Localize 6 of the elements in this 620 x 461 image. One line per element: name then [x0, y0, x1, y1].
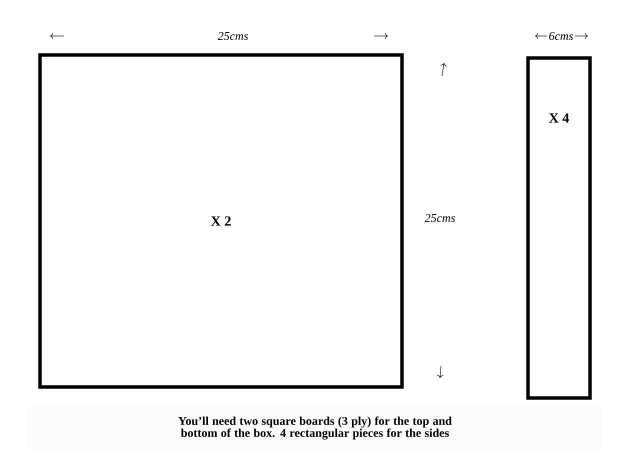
- dimension-label: 25cms: [424, 214, 455, 222]
- dimension-label: 25cms: [218, 32, 248, 40]
- board-rectangle: X 2: [38, 53, 404, 389]
- board-rectangle: X 4: [526, 56, 592, 400]
- caption-box: You’ll need two square boards (3 ply) for the top and bottom of the box. 4 rectangular pieces for the sides: [28, 408, 602, 448]
- dimension-label: 6cms: [549, 32, 573, 40]
